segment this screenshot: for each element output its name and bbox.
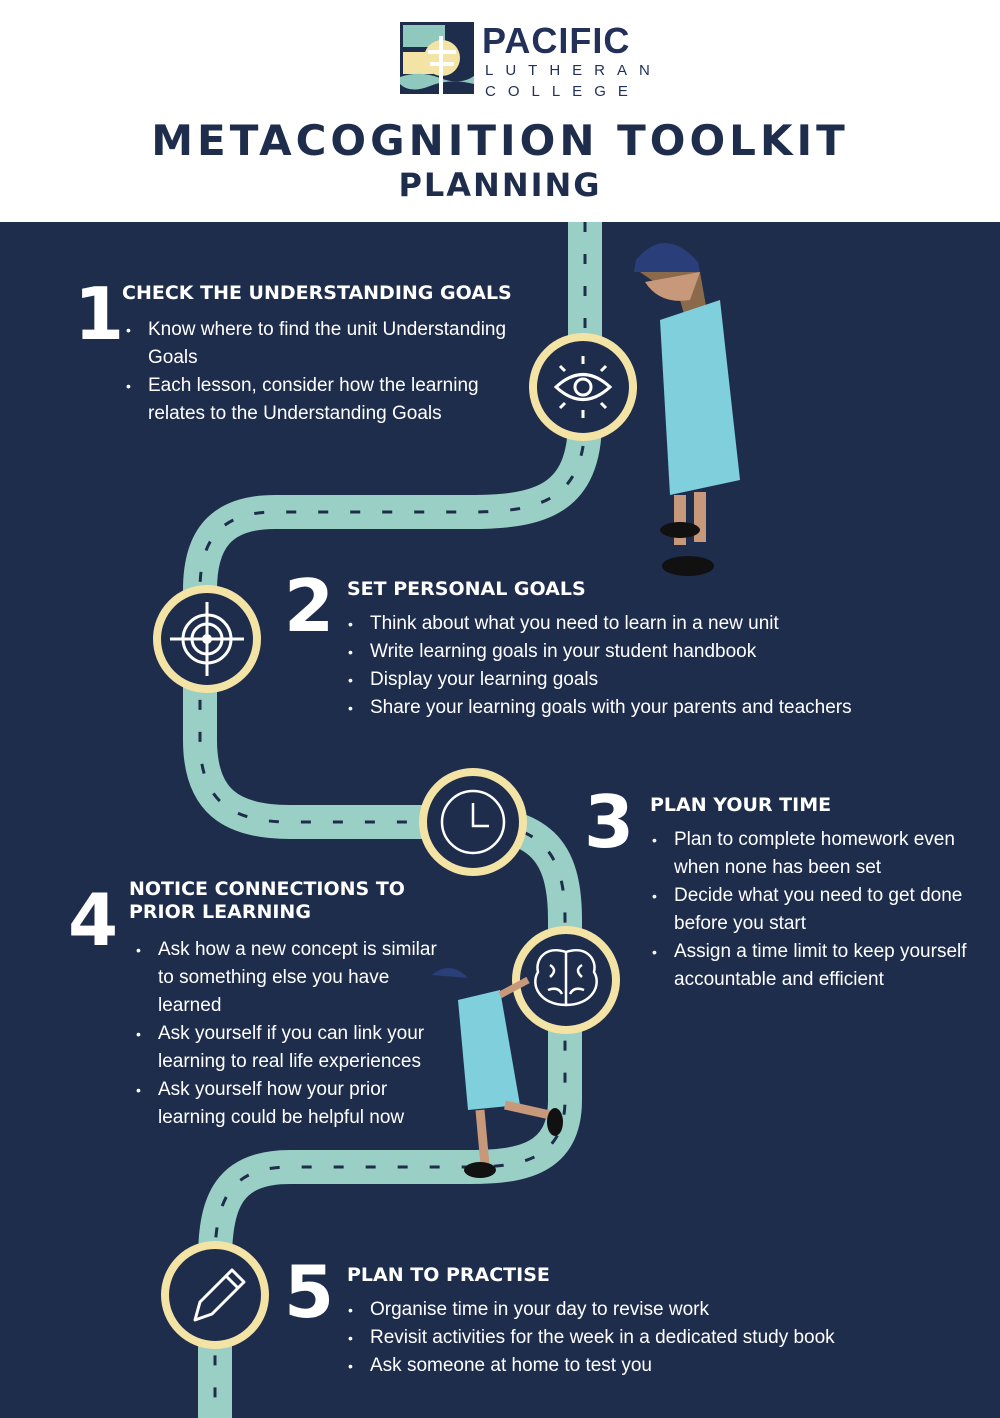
step-2-heading: SET PERSONAL GOALS: [347, 578, 586, 600]
logo-text-lutheran: LUTHERAN: [485, 62, 662, 79]
infographic-body: 1 CHECK THE UNDERSTANDING GOALS Know whe…: [0, 222, 1000, 1418]
step-4-bullets: Ask how a new concept is similar to some…: [136, 936, 446, 1132]
step-1-number: 1: [74, 272, 125, 356]
list-item: Ask someone at home to test you: [348, 1352, 908, 1380]
step-5-bullets: Organise time in your day to revise work…: [348, 1296, 908, 1380]
pencil-icon: [161, 1241, 269, 1349]
step-2-number: 2: [284, 564, 335, 648]
list-item: Ask yourself how your prior learning cou…: [136, 1076, 446, 1132]
header: PACIFIC LUTHERAN COLLEGE METACOGNITION T…: [0, 0, 1000, 222]
step-2-bullets: Think about what you need to learn in a …: [348, 610, 908, 722]
eye-icon: [529, 333, 637, 441]
list-item: Display your learning goals: [348, 666, 908, 694]
list-item: Know where to find the unit Understandin…: [126, 316, 526, 372]
list-item: Share your learning goals with your pare…: [348, 694, 908, 722]
logo-text-college: COLLEGE: [485, 83, 640, 100]
step-3-bullets: Plan to complete homework even when none…: [652, 826, 972, 994]
step-4-heading: NOTICE CONNECTIONS TO PRIOR LEARNING: [129, 878, 405, 923]
road-path: [153, 222, 740, 1418]
list-item: Plan to complete homework even when none…: [652, 826, 972, 882]
student-figure-walking: [432, 968, 563, 1178]
list-item: Think about what you need to learn in a …: [348, 610, 908, 638]
list-item: Each lesson, consider how the learning r…: [126, 372, 526, 428]
page-title: METACOGNITION TOOLKIT: [151, 116, 849, 165]
list-item: Assign a time limit to keep yourself acc…: [652, 938, 972, 994]
step-3-heading: PLAN YOUR TIME: [650, 794, 832, 816]
page-subtitle: PLANNING: [398, 166, 602, 204]
list-item: Ask yourself if you can link your learni…: [136, 1020, 446, 1076]
student-figure-standing: [634, 242, 740, 576]
step-1-heading: CHECK THE UNDERSTANDING GOALS: [122, 282, 512, 304]
step-5-number: 5: [284, 1250, 335, 1334]
clock-icon: [419, 768, 527, 876]
list-item: Decide what you need to get done before …: [652, 882, 972, 938]
step-4-number: 4: [68, 878, 119, 962]
list-item: Write learning goals in your student han…: [348, 638, 908, 666]
list-item: Organise time in your day to revise work: [348, 1296, 908, 1324]
target-icon: [153, 585, 261, 693]
step-3-number: 3: [584, 780, 635, 864]
list-item: Ask how a new concept is similar to some…: [136, 936, 446, 1020]
step-1-bullets: Know where to find the unit Understandin…: [126, 316, 526, 428]
step-5-heading: PLAN TO PRACTISE: [347, 1264, 550, 1286]
list-item: Revisit activities for the week in a ded…: [348, 1324, 908, 1352]
brain-icon: [512, 926, 620, 1034]
college-logo: [400, 22, 474, 100]
logo-text-pacific: PACIFIC: [482, 20, 631, 61]
